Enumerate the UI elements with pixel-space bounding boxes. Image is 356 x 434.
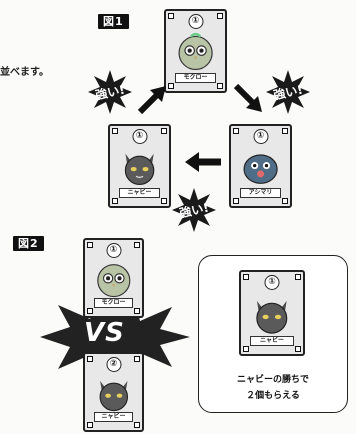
card-number: ① [253,129,268,144]
vs-burst [40,295,190,379]
card-cat-fig2: ② ニャビー [83,352,144,432]
arrow-up-right-icon [137,86,166,115]
card-cat: ① ニャビー [108,124,171,208]
card-name: ニャビー [250,335,294,346]
card-name: ニャビー [93,412,134,423]
card-number: ② [106,357,121,372]
card-number: ① [106,243,121,258]
card-name: アシマリ [239,188,282,198]
owl-icon [96,263,131,297]
seal-icon [243,154,278,185]
strong-badge-right: 強い! [266,70,310,114]
callout-text-line2: ２個もらえる [246,391,300,401]
card-name: モクロー [174,73,217,83]
card-name: ニャビー [118,188,161,198]
instruction-text: 並べます。 [0,67,49,78]
arrow-left-icon [185,152,221,172]
cat-icon [256,300,288,334]
owl-icon [178,33,213,71]
card-owl: ① モクロー [164,9,227,93]
card-number: ① [188,14,203,29]
card-cat-callout: ① ニャビー [239,270,305,356]
card-number: ① [264,275,280,290]
card-number: ① [132,129,147,144]
card-owl-fig2: ① モクロー [83,238,144,318]
strong-badge-bottom: 強い! [172,188,216,232]
arrow-down-right-icon [233,83,262,112]
figure-1-label: 図1 [98,14,129,29]
card-seal: ① アシマリ [229,124,292,208]
cat-icon [99,380,128,411]
result-callout: ① ニャビー ニャビーの勝ちで ２個もらえる [198,255,348,413]
vs-label: VS [84,318,125,348]
cat-icon [124,154,155,186]
strong-badge-left: 強い! [88,70,132,114]
callout-text-line1: ニャビーの勝ちで [236,375,309,385]
figure-2-label: 図2 [13,236,44,251]
card-name: モクロー [93,298,134,309]
